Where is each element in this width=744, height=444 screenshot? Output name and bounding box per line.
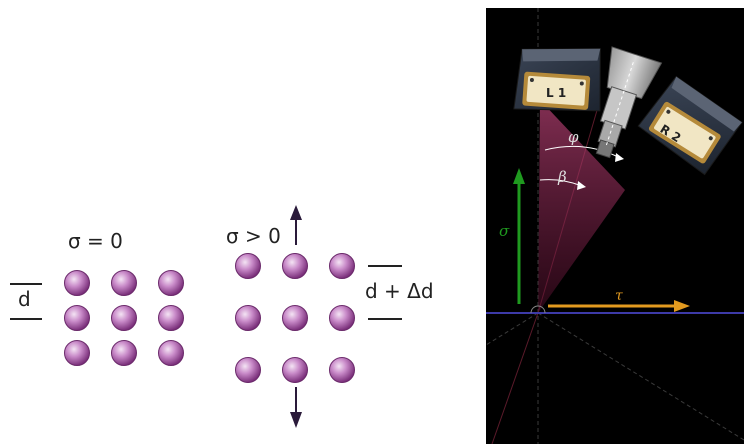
- stressed-atom-r3-c3: [329, 357, 355, 383]
- tension-arrow-up: [290, 205, 302, 245]
- tau-axis-label: τ: [615, 288, 623, 304]
- diagonal-guide-line-left: [485, 312, 539, 346]
- stressed-atom-r1-c3: [329, 253, 355, 279]
- detector-left-label: L 1: [546, 86, 566, 100]
- x-ray-tube: [595, 46, 663, 159]
- beam-axis-extension: [491, 312, 539, 444]
- stressed-atom-r1-c2: [282, 253, 308, 279]
- sigma-axis-arrow: [513, 168, 525, 304]
- unstressed-label: σ = 0: [68, 229, 123, 253]
- unstressed-atom-r2-c1: [64, 305, 90, 331]
- stressed-atom-r2-c3: [329, 305, 355, 331]
- phi-angle-label: φ: [568, 128, 579, 146]
- unstressed-atom-r1-c3: [158, 270, 184, 296]
- unstressed-atom-r3-c2: [111, 340, 137, 366]
- detector-left: [513, 48, 601, 112]
- stressed-atom-r2-c2: [282, 305, 308, 331]
- beta-angle-label: β: [557, 168, 567, 186]
- unstressed-atom-r3-c1: [64, 340, 90, 366]
- unstressed-spacing-label: d: [18, 287, 31, 311]
- pivot-marker: [530, 305, 546, 314]
- stressed-lattice-panel: σ > 0 d + Δd: [226, 205, 434, 428]
- x-ray-beam-cone: [538, 100, 625, 313]
- unstressed-atom-r2-c2: [111, 305, 137, 331]
- diagonal-guide-line: [537, 312, 744, 441]
- stressed-atoms: [235, 253, 355, 383]
- stressed-atom-r2-c1: [235, 305, 261, 331]
- tension-arrow-down: [290, 387, 302, 428]
- stressed-atom-r1-c1: [235, 253, 261, 279]
- phi-angle-arc: [544, 145, 621, 159]
- unstressed-atom-r1-c2: [111, 270, 137, 296]
- unstressed-atom-r3-c3: [158, 340, 184, 366]
- instrument-panel: σ τ φ β: [485, 8, 744, 444]
- unstressed-atoms: [64, 270, 184, 366]
- unstressed-atom-r1-c1: [64, 270, 90, 296]
- stressed-label: σ > 0: [226, 224, 281, 248]
- stressed-atom-r3-c2: [282, 357, 308, 383]
- phi-arc-arrowhead: [615, 153, 624, 162]
- detector-right: [637, 75, 743, 176]
- unstressed-atom-r2-c3: [158, 305, 184, 331]
- beta-arc-arrowhead: [577, 181, 586, 190]
- stressed-atom-r3-c1: [235, 357, 261, 383]
- stressed-spacing-label: d + Δd: [365, 279, 434, 303]
- sigma-axis-label: σ: [499, 222, 510, 240]
- unstressed-lattice-panel: σ = 0 d: [10, 229, 184, 366]
- tau-axis-arrow: [548, 300, 690, 312]
